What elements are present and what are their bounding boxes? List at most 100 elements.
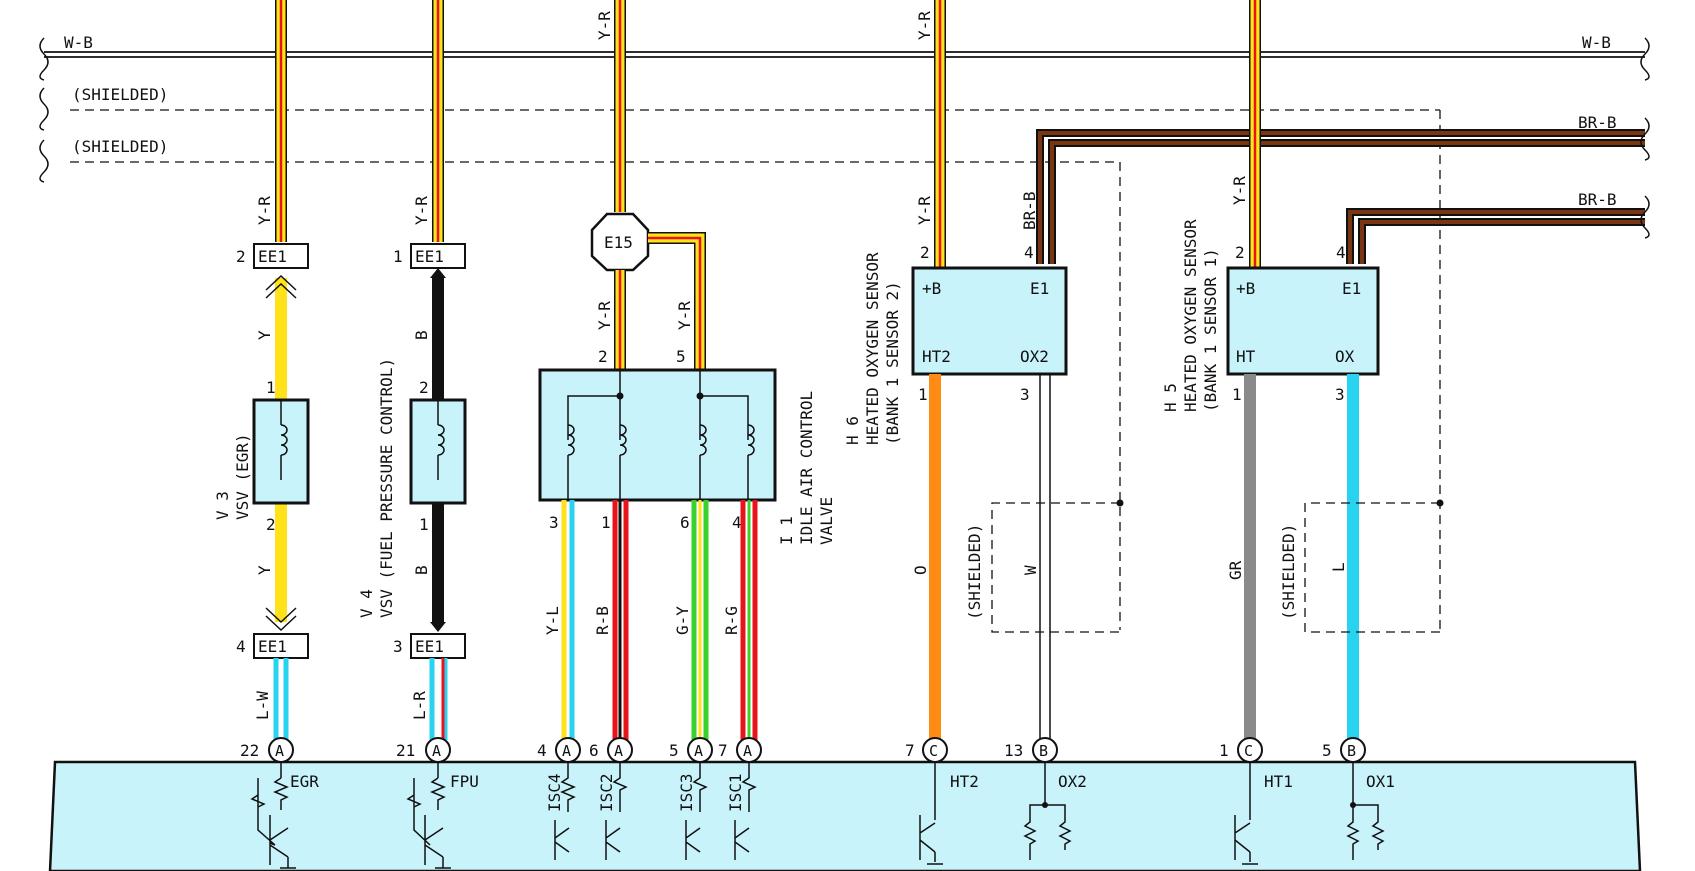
h5-component [1226, 266, 1380, 376]
v3-ecu-conn: A [275, 742, 284, 760]
v3-wire-y-top: Y [255, 330, 274, 340]
h5-term-ht: HT [1236, 347, 1256, 366]
v3-wire-top: Y-R [255, 196, 274, 225]
h5-ecu-pin-ht: 1 [1219, 741, 1229, 760]
i1-ecu-label-3: ISC3 [677, 773, 696, 812]
v4-wire-b-bot: B [412, 565, 431, 575]
h5-term-ox: OX [1335, 347, 1355, 366]
v4-name: VSV (FUEL PRESSURE CONTROL) [377, 358, 396, 618]
v4-wire-b-top: B [412, 330, 431, 340]
h6-id: H 6 [843, 416, 862, 445]
h6-pin-1: 1 [918, 385, 928, 404]
i1-wire-rb: R-B [593, 606, 612, 635]
i1-pin-6: 6 [680, 513, 690, 532]
h5-pin-3: 3 [1335, 385, 1345, 404]
v4-ecu-label: FPU [450, 772, 479, 791]
i1-wire-5: Y-R [675, 301, 694, 330]
h6-wire-e1: BR-B [1020, 191, 1039, 230]
i1-pin-3: 3 [549, 513, 559, 532]
v3-ecu-label: EGR [290, 772, 319, 791]
v3-ee1-bot [253, 633, 309, 659]
i1-pin-4: 4 [732, 513, 742, 532]
i1-ecu-pin-3: 5 [669, 741, 679, 760]
brb-bus-2: BR-B [1346, 190, 1650, 264]
h6-ecu-pin-ht: 7 [905, 741, 915, 760]
e15-junction [590, 212, 650, 272]
v3-name: VSV (EGR) [233, 433, 252, 520]
h6-wire-top: Y-R [915, 11, 934, 40]
h5-ecu-conn-ht: C [1244, 742, 1253, 760]
v3-pin-1: 1 [266, 378, 276, 397]
v3-ee1-bot-label: EE1 [258, 637, 287, 656]
v4-ee1-top-label: EE1 [415, 247, 444, 266]
i1-pin-5: 5 [676, 347, 686, 366]
i1-ecu-conn-1: A [562, 742, 571, 760]
h5-name-1: HEATED OXYGEN SENSOR [1181, 219, 1200, 412]
i1-wire-top: Y-R [595, 11, 614, 40]
shielded-label-1: (SHIELDED) [72, 85, 168, 104]
v3-pin-2: 2 [266, 515, 276, 534]
h5-term-e1: E1 [1342, 279, 1361, 298]
h5-ecu-conn-ox: B [1347, 742, 1356, 760]
v3-vsv-egr: Y-R Y Y EE1 2 EE1 4 1 2 V 3 VSV (EGR) L-… [213, 0, 319, 871]
i1-ecu-pin-1: 4 [537, 741, 547, 760]
i1-idle-air-control-valve: Y-R E15 Y-R Y-R 2 5 I 1 IDLE AIR CONTROL… [537, 0, 836, 860]
i1-ecu-conn-3: A [694, 742, 703, 760]
h5-wire-l: L [1329, 562, 1348, 572]
i1-ecu-label-2: ISC2 [597, 773, 616, 812]
v3-wire-bot: L-W [253, 691, 272, 720]
i1-ecu-conn-4: A [743, 742, 752, 760]
h6-oxygen-sensor-b1s2: Y-R Y-R BR-B 2 4 +B E1 HT2 OX2 1 3 H 6 H… [843, 0, 1124, 865]
v4-pin-1: 1 [419, 515, 429, 534]
h6-wire-plus: Y-R [915, 196, 934, 225]
v3-pin-ee1-top: 2 [236, 247, 246, 266]
v4-ee1-bot-label: EE1 [415, 637, 444, 656]
h6-pin-2: 2 [920, 243, 930, 262]
h5-shielded: (SHIELDED) [1279, 524, 1298, 620]
h5-pin-4: 4 [1336, 243, 1346, 262]
wb-label-right: W-B [1582, 33, 1611, 52]
h5-ecu-label-ht: HT1 [1264, 772, 1293, 791]
h5-wire-top: Y-R [1230, 176, 1249, 205]
h5-ecu-label-ox: OX1 [1366, 772, 1395, 791]
i1-ecu-label-4: ISC1 [726, 773, 745, 812]
h6-pin-3: 3 [1020, 385, 1030, 404]
v3-ecu-pin: 22 [240, 741, 259, 760]
i1-wire-2: Y-R [595, 301, 614, 330]
v4-pin-2: 2 [419, 378, 429, 397]
h5-term-plusb: +B [1236, 279, 1255, 298]
shielded-label-2: (SHIELDED) [72, 137, 168, 156]
h6-term-e1: E1 [1030, 279, 1049, 298]
v4-vsv-fpu: Y-R B B EE1 1 EE1 3 2 1 V 4 VSV (FUEL PR… [357, 0, 479, 871]
h5-ecu-pin-ox: 5 [1322, 741, 1332, 760]
h6-term-ht: HT2 [922, 347, 951, 366]
i1-component [538, 368, 777, 502]
v4-wire-top: Y-R [412, 196, 431, 225]
i1-ecu-pin-4: 7 [718, 741, 728, 760]
v4-ee1-bot [410, 633, 466, 659]
h6-pin-4: 4 [1024, 243, 1034, 262]
v4-ee1-top [410, 243, 466, 269]
h6-ecu-pin-ox: 13 [1004, 741, 1023, 760]
h6-ecu-label-ox: OX2 [1058, 772, 1087, 791]
v4-wire-bot: L-R [410, 691, 429, 720]
ecu-body [48, 760, 1642, 871]
i1-pin-2: 2 [598, 347, 608, 366]
v3-ee1-top-label: EE1 [258, 247, 287, 266]
v4-pin-ee1-top: 1 [393, 247, 403, 266]
i1-pin-1: 1 [601, 513, 611, 532]
v4-pin-ee1-bot: 3 [393, 637, 403, 656]
v3-pin-ee1-bot: 4 [236, 637, 246, 656]
h5-pin-2: 2 [1235, 243, 1245, 262]
v3-wire-y-bot: Y [255, 565, 274, 575]
i1-name-1: IDLE AIR CONTROL [797, 391, 816, 545]
h6-component [911, 266, 1068, 376]
brb-bus-1: BR-B [1036, 113, 1650, 264]
h6-wire-o: O [911, 565, 930, 575]
h6-name-1: HEATED OXYGEN SENSOR [863, 252, 882, 445]
h5-wire-gr: GR [1226, 560, 1245, 580]
e15-label: E15 [604, 233, 633, 252]
i1-ecu-pin-2: 6 [589, 741, 599, 760]
v4-ecu-pin: 21 [396, 741, 415, 760]
